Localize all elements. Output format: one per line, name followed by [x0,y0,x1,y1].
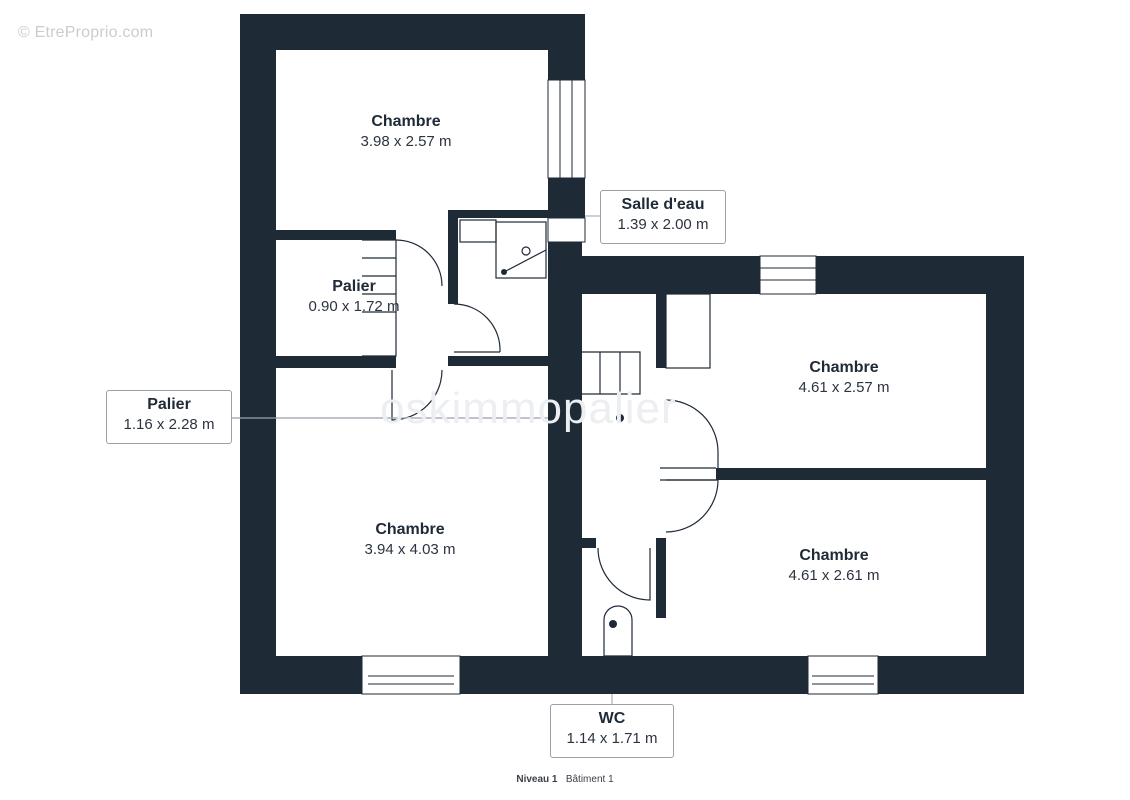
wall-corridor-lower [656,538,666,618]
window-east-upper [547,79,586,179]
callout-wc: WC 1.14 x 1.71 m [550,704,674,758]
wall-bottom [240,656,1024,694]
wall-palier-top [276,230,396,240]
room-label-chambre-4: Chambre 4.61 x 2.61 m [788,547,880,584]
room-label-palier: Palier 0.90 x 1.72 m [308,278,400,315]
wall-top-left [240,14,585,50]
fixtures [232,219,719,657]
door-swing-chambre-3 [665,399,719,468]
footer-level: Niveau 1 [516,774,558,785]
wardrobe [665,293,711,369]
door-swing-bath [453,303,501,353]
door-swing-chambre-2 [391,369,443,421]
window-bath [547,217,586,243]
door-swing-chambre-1 [395,239,443,287]
staircase-upper [362,239,397,357]
window-north [759,255,817,295]
site-watermark: © EtreProprio.com [18,24,154,41]
wall-upper-right-a [548,14,585,80]
wall-bath-top [448,210,548,218]
room-label-chambre-2: Chambre 3.94 x 4.03 m [364,521,456,558]
wall-left [240,14,276,694]
room-label-chambre-1: Chambre 3.98 x 2.57 m [360,113,452,150]
wall-wc-top [580,538,596,548]
shower-drain [501,269,507,275]
wall-bath-left [448,212,458,304]
window-south-left [361,655,461,695]
footer-building: Bâtiment 1 [565,774,614,785]
wall-bedrooms-split [716,468,986,480]
callout-leaders [585,215,613,704]
callout-salle-deau: Salle d'eau 1.39 x 2.00 m [600,190,726,244]
plan-footer: Niveau 1 Bâtiment 1 [0,774,1130,785]
door-swing-wc [597,547,651,601]
windows [361,79,879,695]
callout-palier: Palier 1.16 x 2.28 m [106,390,232,444]
wall-corridor-upper [656,294,666,368]
staircase-lower [582,351,641,395]
brand-watermark: oskimmopalier [380,384,677,433]
room-label-chambre-3: Chambre 4.61 x 2.57 m [798,359,890,396]
wall-central [548,242,582,694]
toilet [603,605,633,657]
window-south-right [807,655,879,695]
wall-palier-bottom [276,356,396,368]
door-swing-chambre-4 [665,479,719,533]
bath-sink [459,219,497,243]
wall-upper-right-b [548,178,585,218]
wall-right [986,256,1024,694]
wc-light [609,620,617,628]
corridor-light [616,414,624,422]
wall-bath-bottom [448,356,548,366]
